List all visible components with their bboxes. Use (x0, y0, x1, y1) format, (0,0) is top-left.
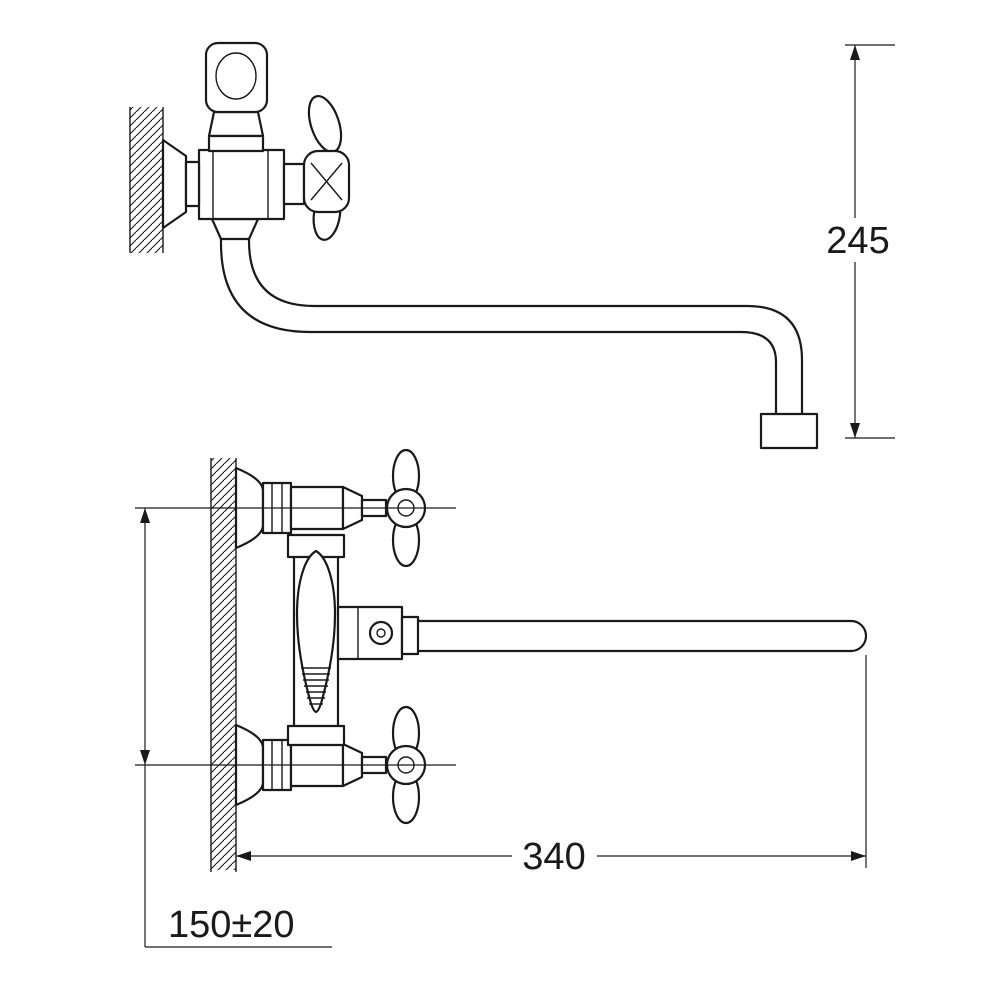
arrowhead-up (140, 508, 150, 523)
cross-handle-side (282, 94, 351, 241)
spout-bracket (336, 605, 404, 661)
spout-root-collar (400, 615, 420, 656)
spout-inner-line (247, 213, 804, 416)
dimension-height-label: 245 (826, 220, 889, 262)
wall-hatch-fill (130, 107, 163, 253)
handle-cross-line-2 (310, 162, 343, 201)
wall-flange-side (161, 138, 201, 230)
arrowhead-up (850, 45, 860, 60)
knob-neck (207, 110, 265, 138)
front-view (135, 448, 868, 872)
knob-oval (215, 52, 257, 100)
lever-outline (295, 549, 337, 714)
diverter-knob (204, 41, 269, 153)
spout-outlet (759, 412, 819, 450)
arrowhead-left (236, 851, 251, 861)
body-collar-bottom (286, 724, 346, 747)
spout-union (210, 217, 260, 241)
diverter-lever (295, 549, 337, 714)
bracket-screw (368, 620, 394, 646)
wall-hatch-front (210, 458, 237, 872)
dimension-reach-label: 340 (522, 836, 585, 878)
spout-outer-line (219, 213, 778, 416)
handle-bonnet (282, 162, 306, 206)
arrowhead-right (851, 851, 866, 861)
body-shell (197, 148, 286, 221)
side-view (129, 41, 819, 450)
wall-hatch-side (129, 107, 164, 253)
arrowhead-down (850, 423, 860, 438)
dimension-reach: 340 (236, 655, 867, 878)
spout-rounded-end (849, 619, 868, 653)
spout-front (400, 615, 868, 656)
lever-grip-lines (301, 667, 331, 705)
mixer-body-front (286, 533, 346, 747)
flange-cone (161, 138, 188, 230)
wall-hatch-fill (211, 458, 236, 870)
arrowhead-down (140, 750, 150, 765)
flange-ring (184, 160, 201, 208)
spout-s-curve (210, 213, 819, 450)
dimension-spacing-label: 150±20 (168, 904, 295, 946)
handle-top-spoke (307, 94, 343, 154)
dimension-height: 245 (826, 44, 895, 439)
bracket-screw-center (376, 628, 386, 638)
knob-nut (207, 134, 265, 153)
dimension-spacing: 150±20 (140, 508, 332, 948)
valve-body-side (197, 148, 286, 221)
